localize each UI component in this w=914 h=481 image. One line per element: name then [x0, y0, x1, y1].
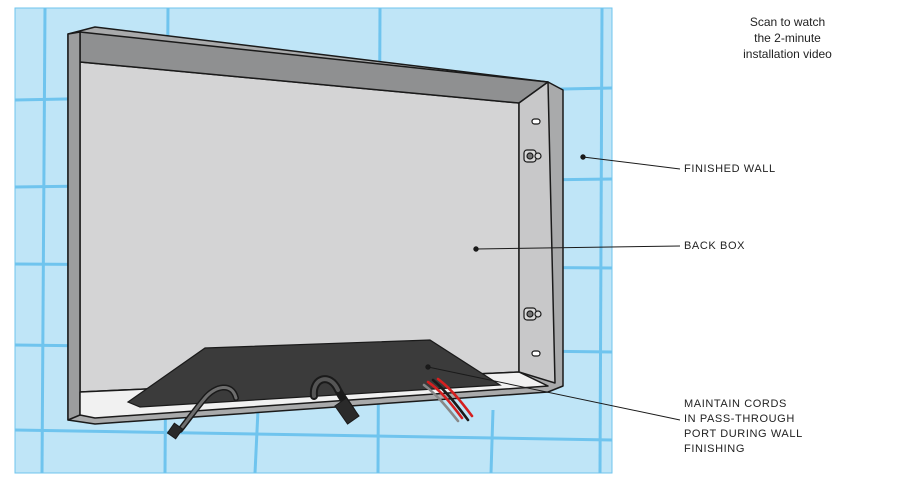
back-box-label: BACK BOX: [684, 240, 746, 252]
maintain-cords-label: MAINTAIN CORDS IN PASS-THROUGH PORT DURI…: [684, 397, 854, 457]
bolt-icon: [523, 307, 542, 321]
finished-wall-label: FINISHED WALL: [684, 163, 776, 175]
slot-icon: [531, 350, 541, 357]
qr-note-line-2: the 2-minute: [754, 31, 821, 45]
mounting-hardware: [523, 118, 542, 357]
qr-note-line-3: installation video: [743, 47, 832, 61]
maintain-cords-line-1: MAINTAIN CORDS: [684, 398, 787, 410]
qr-scan-note: Scan to watch the 2-minute installation …: [720, 14, 855, 62]
cords: [166, 375, 474, 440]
slot-icon: [531, 118, 541, 125]
hdmi-connector: [334, 397, 360, 425]
leader-lines: [425, 154, 681, 421]
maintain-cords-line-3: PORT DURING WALL: [684, 428, 803, 440]
maintain-cords-line-2: IN PASS-THROUGH: [684, 413, 795, 425]
maintain-cords-line-4: FINISHING: [684, 443, 746, 455]
box-back-panel: [79, 61, 520, 393]
coax-connector: [166, 422, 184, 440]
bolt-icon: [523, 149, 542, 163]
box-right-wall: [518, 81, 556, 384]
power-wires: [422, 377, 474, 423]
qr-note-line-1: Scan to watch: [749, 15, 826, 29]
box-left-frame: [67, 31, 81, 421]
